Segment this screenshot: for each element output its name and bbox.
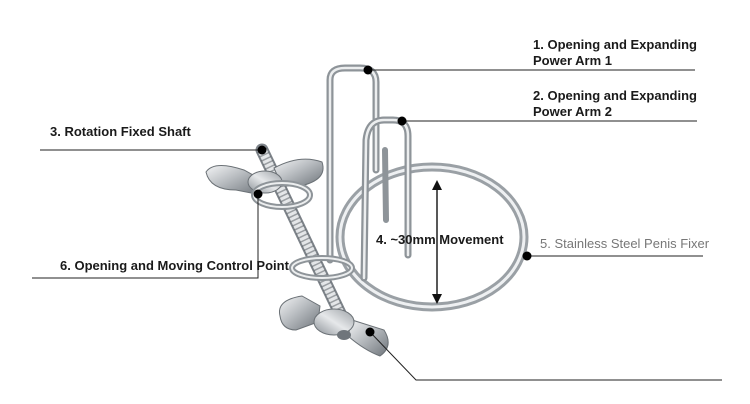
- label-arm1-line1: 1. Opening and Expanding: [533, 37, 697, 52]
- pointer-dot-control: [253, 189, 263, 199]
- label-shaft: 3. Rotation Fixed Shaft: [50, 124, 191, 139]
- label-arm1-line2: Power Arm 1: [533, 53, 612, 68]
- pointer-dot-arm1: [363, 65, 373, 75]
- pointer-dot-shaft: [257, 145, 267, 155]
- label-arm2-line1: 2. Opening and Expanding: [533, 88, 697, 103]
- label-movement: 4. ~30mm Movement: [376, 232, 504, 247]
- pointer-dot-arm2: [397, 116, 407, 126]
- label-fixer: 5. Stainless Steel Penis Fixer: [540, 236, 710, 251]
- device-illustration: [205, 64, 529, 357]
- label-arm2-line2: Power Arm 2: [533, 104, 612, 119]
- label-arm2: 2. Opening and Expanding Power Arm 2: [533, 88, 697, 120]
- pointer-dot-fixer: [522, 251, 532, 261]
- label-control: 6. Opening and Moving Control Point: [60, 258, 289, 273]
- movement-arrow: [432, 180, 442, 304]
- label-arm1: 1. Opening and Expanding Power Arm 1: [533, 37, 697, 69]
- pointer-dot-nut: [365, 327, 375, 337]
- leader-lines: [32, 65, 722, 381]
- bottom-wing-nut: [278, 295, 389, 357]
